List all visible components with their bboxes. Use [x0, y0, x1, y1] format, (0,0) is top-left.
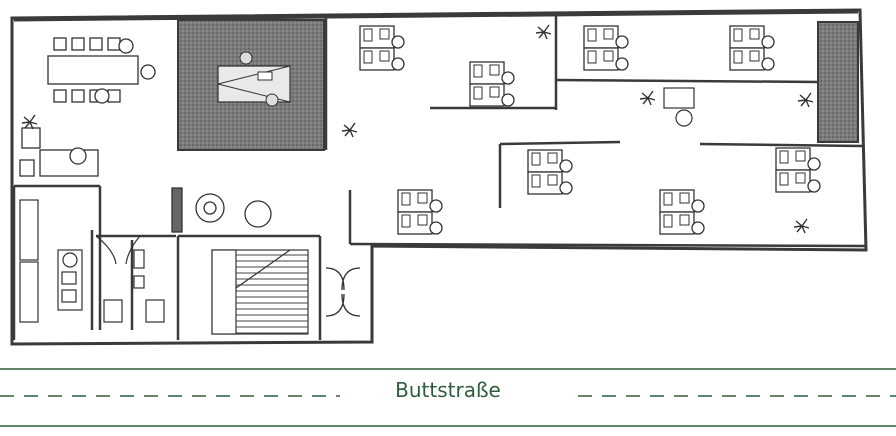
restrooms [95, 235, 165, 323]
kitchen [19, 199, 83, 323]
reception-desk [19, 127, 99, 177]
conference-room-hatched [177, 19, 325, 151]
meeting-table [47, 37, 156, 104]
street-lines [0, 368, 896, 427]
entrance-doors [325, 267, 361, 317]
building-outline [10, 8, 868, 346]
street-name-label: Buttstraße [0, 378, 896, 402]
street-name: Buttstraße [383, 378, 513, 402]
right-column-hatched [817, 21, 859, 143]
staircase [211, 249, 309, 335]
lounge-seating [171, 187, 272, 233]
interior-walls [12, 16, 867, 340]
office-desks [359, 25, 821, 235]
